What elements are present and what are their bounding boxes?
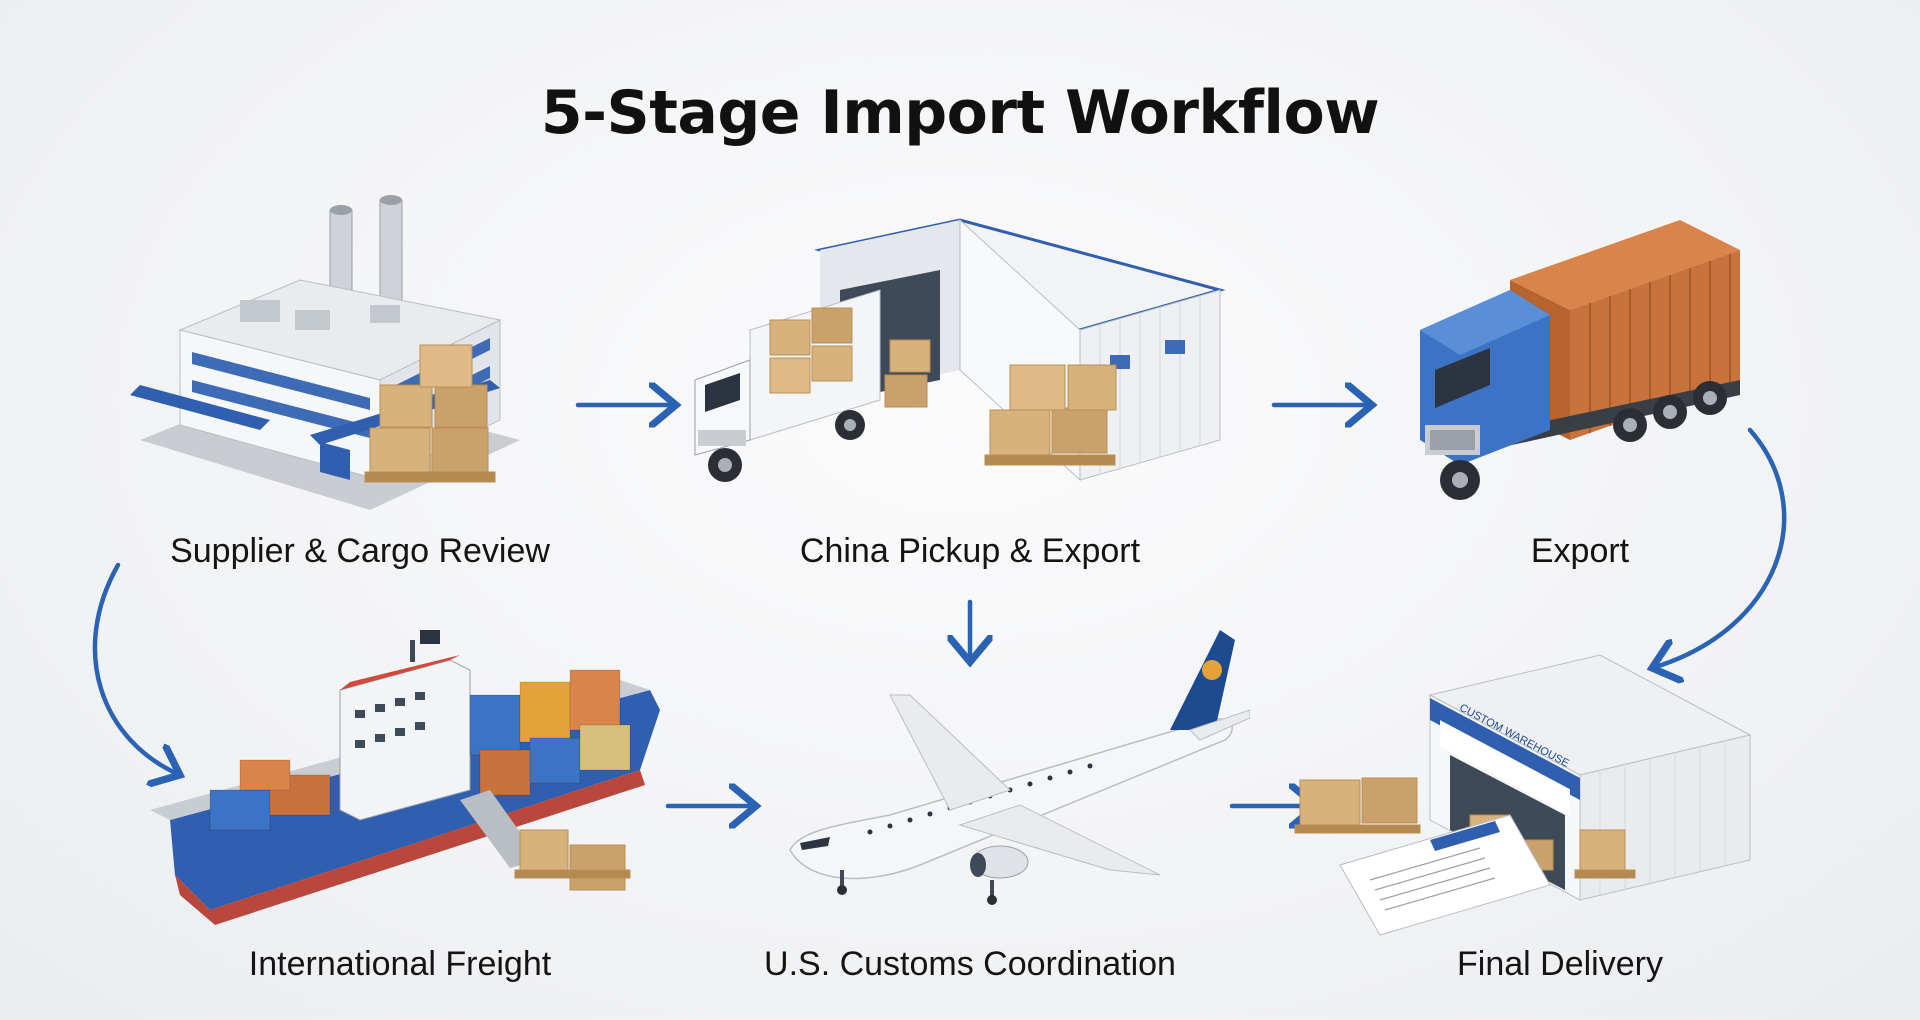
stage-label: U.S. Customs Coordination bbox=[764, 945, 1176, 983]
stage-label: International Freight bbox=[248, 945, 552, 983]
airplane-icon bbox=[789, 630, 1250, 905]
customs-warehouse-icon: CUSTOM WAREHOUSE bbox=[1294, 654, 1752, 936]
stage-label: Supplier & Cargo Review bbox=[170, 532, 550, 570]
stage-label: Final Delivery bbox=[1457, 945, 1663, 983]
warehouse-truck-icon bbox=[694, 218, 1226, 482]
stage-export: Export bbox=[1300, 180, 1860, 600]
factory-icon bbox=[130, 195, 520, 510]
stage-supplier-cargo-review: Supplier & Cargo Review bbox=[80, 180, 640, 600]
stage-us-customs-coordination: U.S. Customs Coordination bbox=[690, 600, 1250, 1020]
arrow-stage3-to-stage6 bbox=[1652, 427, 1787, 668]
container-truck-icon bbox=[1420, 220, 1740, 500]
stage-label: China Pickup & Export bbox=[799, 532, 1141, 570]
stage-china-pickup-export: China Pickup & Export bbox=[690, 180, 1250, 600]
stage-label: Export bbox=[1530, 532, 1630, 570]
diagram-title: 5-Stage Import Workflow bbox=[540, 78, 1380, 148]
arrow-stage1-to-stage4 bbox=[92, 562, 180, 775]
cargo-ship-icon bbox=[150, 630, 660, 925]
stage-international-freight: International Freight bbox=[120, 600, 680, 1020]
stage-final-delivery: CUSTOM WAREHOUSE Final Delivery bbox=[1280, 600, 1840, 1020]
